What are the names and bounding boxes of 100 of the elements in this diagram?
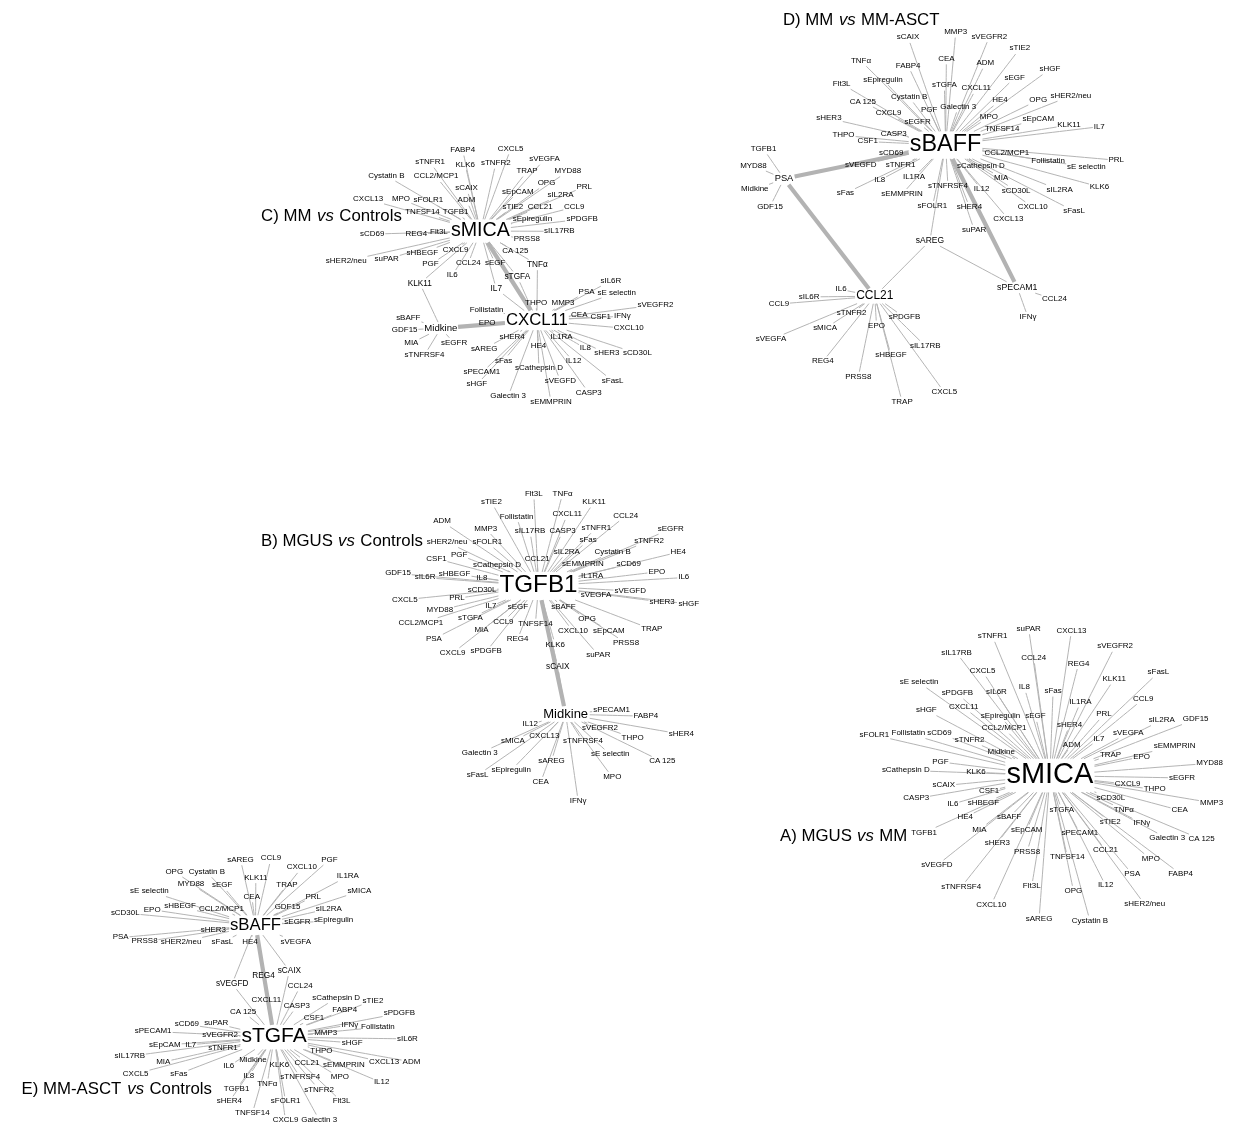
connector (911, 158, 916, 161)
node-text: sCD69 (174, 1019, 199, 1029)
node-text: sVEGFD (614, 585, 646, 595)
node-text: sPDGFB (565, 213, 598, 223)
node-text: Midkine (542, 705, 588, 721)
node-text: sTNFR2 (954, 735, 985, 745)
node-text: Cystatin B (890, 92, 927, 102)
node-text: EPO (1132, 751, 1150, 761)
connector (543, 329, 585, 388)
connector (469, 242, 477, 259)
node-text: TGFB1 (223, 1083, 249, 1093)
node-text: sHER3 (649, 596, 675, 606)
connector (426, 333, 438, 351)
node-text: sAREG (537, 755, 565, 765)
node-text: sPDGFB (888, 312, 920, 322)
connector (1071, 743, 1093, 760)
connector (484, 721, 555, 771)
node-text: sVEGFR2 (637, 299, 673, 309)
connector (541, 599, 554, 640)
connector (467, 193, 477, 220)
connector (906, 136, 909, 138)
connector (1080, 791, 1158, 834)
node-text: CXCL10 (286, 862, 317, 872)
connector (441, 599, 511, 635)
connector (1080, 737, 1119, 760)
node-text: sFOLR1 (859, 729, 889, 739)
connector (577, 577, 581, 580)
node-text: sEpiregulin (980, 711, 1020, 721)
node-text: sE selectin (1066, 161, 1106, 171)
node-text: CXCL13 (1055, 625, 1087, 635)
connector (972, 791, 1016, 814)
node-text: CXCL5 (969, 666, 995, 676)
connector (1008, 733, 1034, 760)
node-text: sTNFR2 (633, 535, 664, 545)
connector (1052, 792, 1073, 887)
node-text: sE selectin (129, 886, 169, 896)
node-text: sTGFA (931, 80, 957, 90)
node-text: sTIE2 (501, 201, 523, 211)
node-text: sHGF (341, 1037, 363, 1047)
connector (1031, 792, 1048, 882)
connector (1013, 792, 1034, 813)
connector (588, 717, 668, 733)
connector (237, 1044, 241, 1046)
node-text: OPG (1064, 885, 1082, 895)
node-text: EPO (478, 318, 495, 328)
node-text: IL1RA (336, 871, 359, 881)
node-text: GDF15 (1182, 714, 1209, 724)
connector (881, 303, 920, 342)
node-text: THPO (524, 297, 547, 307)
node-text: MPO (391, 193, 410, 203)
node-text: MIA (403, 337, 418, 347)
node-text: IL12 (373, 1077, 389, 1087)
connector (506, 189, 576, 220)
node-text: sAREG (226, 854, 254, 864)
connector (292, 1002, 328, 1026)
connector (538, 599, 566, 707)
node-text: CA 125 (501, 246, 528, 256)
connector (1093, 763, 1196, 773)
connector (819, 295, 855, 298)
connector (929, 782, 1006, 797)
node-text: IFNγ (1019, 312, 1036, 322)
connector (1018, 292, 1027, 313)
node-text: sHER4 (956, 201, 982, 211)
node-text: sIL2RA (553, 546, 580, 556)
node-text: TGFB1 (910, 827, 937, 837)
node-text: sVEGFR2 (970, 31, 1007, 41)
node-text: Follistatin (891, 728, 925, 738)
connector (274, 900, 305, 916)
connector (196, 1039, 241, 1045)
node-text: MPO (979, 111, 998, 121)
connector (1035, 721, 1046, 760)
connector (924, 738, 1006, 763)
connector (180, 1039, 241, 1045)
node-text: MPO (602, 772, 621, 782)
connector (793, 150, 909, 179)
node-text: sTNFR1 (977, 631, 1007, 641)
connector (559, 599, 618, 639)
node-text: sEpCAM (148, 1039, 181, 1049)
node-text: sIL2RA (315, 903, 342, 913)
node-text: OPG (164, 866, 183, 876)
connector (935, 715, 1018, 760)
node-text: sIL17RB (114, 1051, 145, 1060)
connector (262, 872, 298, 916)
node-text: sIL17RB (940, 647, 972, 657)
connector (577, 592, 580, 594)
connector (139, 914, 230, 924)
connector (552, 329, 580, 346)
connector (949, 158, 968, 203)
node-text: sVEGFA (755, 334, 786, 344)
connector (963, 74, 1043, 132)
connector (958, 788, 1006, 803)
connector (955, 779, 1006, 785)
node-text: Midkine (423, 321, 457, 333)
connector (286, 1049, 336, 1097)
connector (461, 217, 465, 220)
node-text: sVEGFR2 (201, 1030, 238, 1040)
connector (846, 290, 856, 293)
node-text: sTNFRSF4 (404, 349, 444, 359)
connector (558, 599, 580, 615)
connector (949, 111, 957, 132)
